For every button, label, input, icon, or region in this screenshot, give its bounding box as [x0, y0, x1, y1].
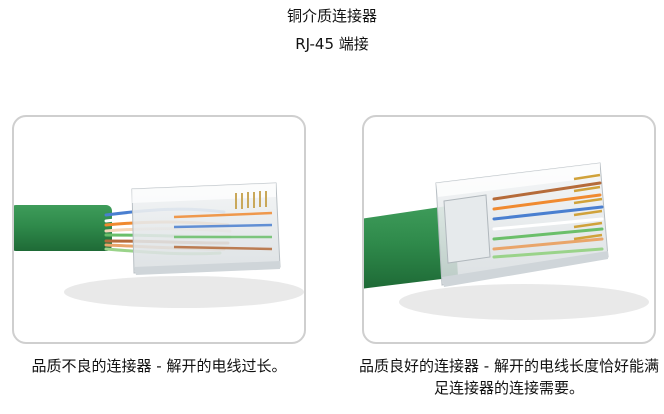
plug-contacts: [235, 191, 267, 209]
trimmed-wires: [492, 181, 604, 259]
good-connector-panel: [362, 115, 656, 344]
bad-connector-photo: [14, 182, 304, 308]
plug-contacts: [573, 173, 603, 241]
green-cable: [14, 205, 112, 251]
good-connector-photo: [364, 162, 649, 320]
bad-connector-caption: 品质不良的连接器 - 解开的电线过长。: [31, 357, 287, 375]
bad-connector-panel: [12, 115, 306, 344]
title-line-1: 铜介质连接器: [286, 7, 377, 25]
title-line-2: RJ-45 端接: [295, 35, 369, 53]
good-connector-caption: 品质良好的连接器 - 解开的电线长度恰好能满足连接器的连接需要。: [359, 357, 659, 397]
green-cable: [364, 205, 458, 289]
